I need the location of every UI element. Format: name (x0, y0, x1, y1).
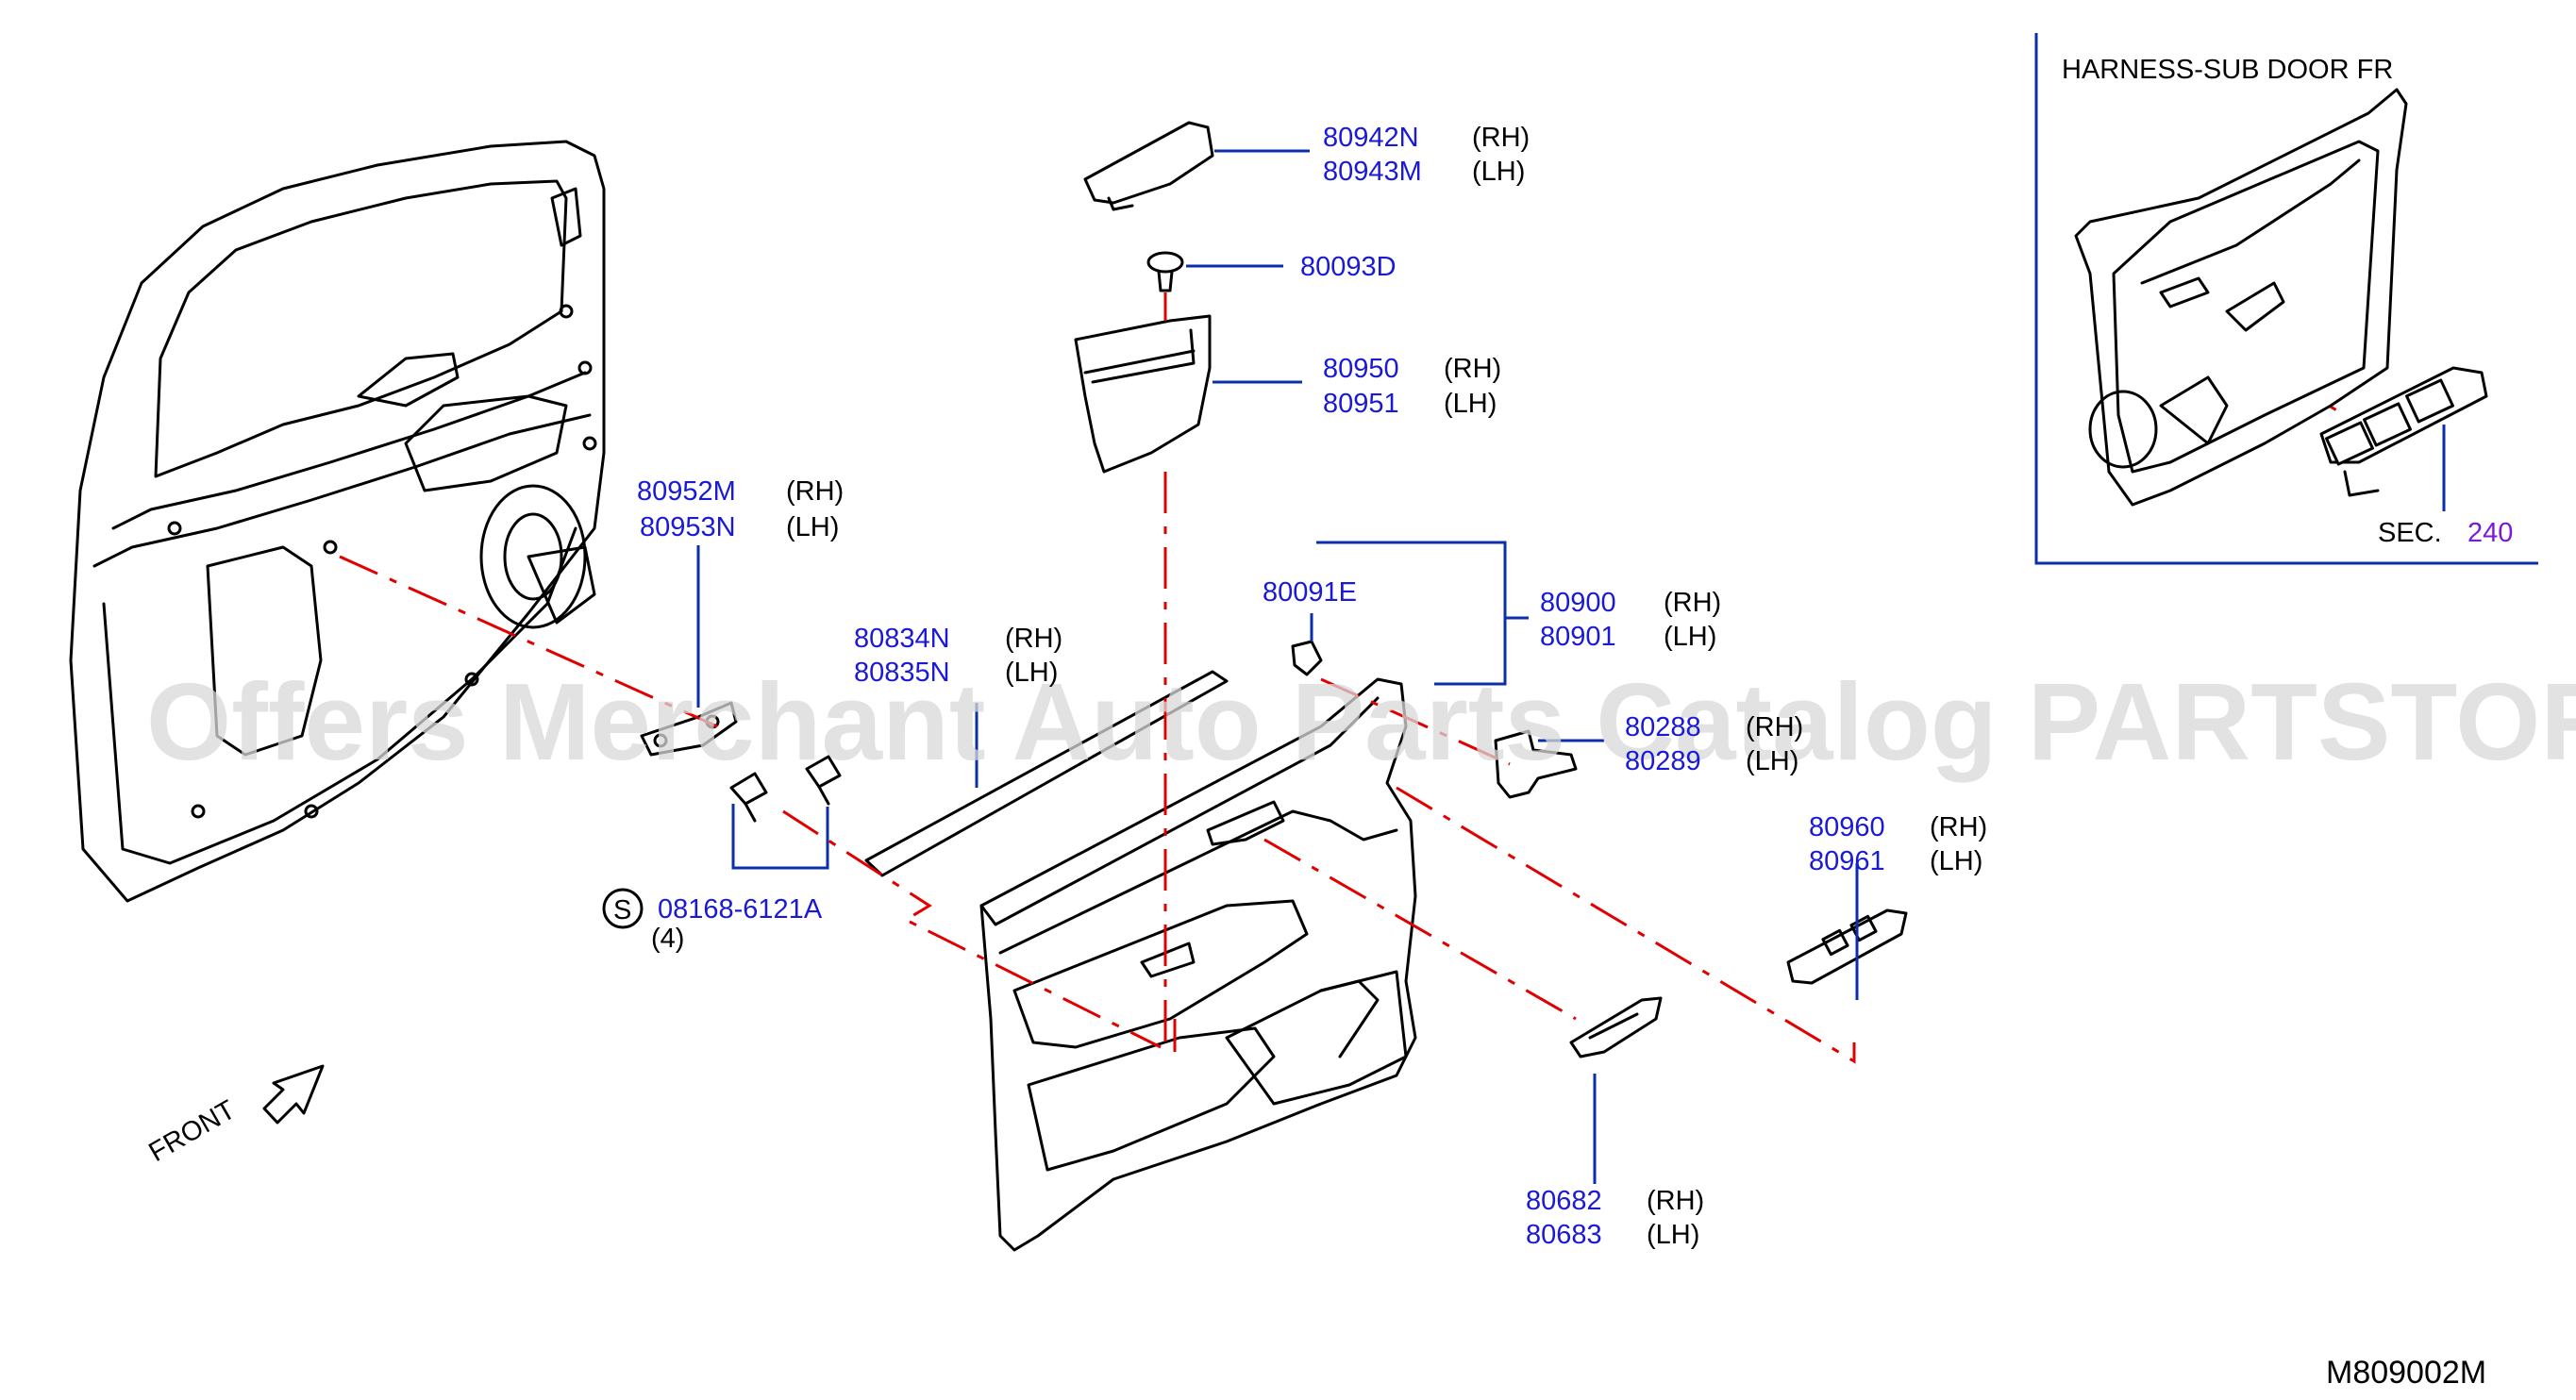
part-number-80942n[interactable]: 80942N (1323, 123, 1419, 153)
callout-08168: S 08168-6121A (4) (602, 888, 823, 954)
pull-handle-pocket-drawing (1074, 314, 1212, 474)
screw-pair-drawing (729, 755, 842, 823)
lh-label: (LH) (1005, 658, 1058, 688)
lh-label: (LH) (786, 512, 839, 542)
part-number-80900[interactable]: 80900 (1540, 588, 1616, 618)
part-number-80943m[interactable]: 80943M (1323, 157, 1422, 187)
callout-80093: 80093D (1300, 252, 1397, 282)
lh-label: (LH) (1930, 846, 1982, 876)
part-number-80950[interactable]: 80950 (1323, 354, 1399, 384)
callout-80900: 80900 (RH) 80901 (LH) (1540, 588, 1721, 652)
part-number-80901[interactable]: 80901 (1540, 622, 1616, 652)
trim-clip-drawing (1291, 640, 1323, 676)
part-number-80952m[interactable]: 80952M (637, 476, 736, 507)
callout-80950: 80950 (RH) 80951 (LH) (1323, 354, 1501, 419)
part-number-80682[interactable]: 80682 (1526, 1186, 1602, 1216)
front-arrow-icon (262, 1064, 325, 1125)
lh-label: (LH) (1746, 746, 1798, 776)
part-number-80953n[interactable]: 80953N (640, 512, 736, 542)
rh-label: (RH) (1444, 354, 1501, 384)
sec-prefix: SEC. (2378, 518, 2442, 548)
part-number-80093d[interactable]: 80093D (1300, 252, 1397, 282)
sec-number-link[interactable]: 240 (2467, 518, 2513, 548)
part-number-08168-6121a[interactable]: 08168-6121A (658, 894, 823, 925)
rh-label: (RH) (1005, 624, 1062, 654)
callout-80960: 80960 (RH) 80961 (LH) (1809, 812, 1987, 876)
part-number-80683[interactable]: 80683 (1526, 1220, 1602, 1250)
harness-sub-inset: HARNESS-SUB DOOR FR SEC. 240 (2034, 33, 2538, 565)
part-number-80834n[interactable]: 80834N (854, 624, 950, 654)
part-number-80289[interactable]: 80289 (1625, 746, 1701, 776)
part-number-80961[interactable]: 80961 (1809, 846, 1885, 876)
callout-80288: 80288 (RH) 80289 (LH) (1625, 712, 1803, 776)
lh-label: (LH) (1664, 622, 1716, 652)
leader-lines (696, 149, 2446, 1184)
callout-80682: 80682 (RH) 80683 (LH) (1526, 1186, 1704, 1250)
lh-label: (LH) (1647, 1220, 1699, 1250)
rh-label: (RH) (1472, 123, 1530, 153)
standard-part-symbol-icon (602, 888, 644, 929)
callout-80091: 80091E (1263, 577, 1357, 608)
watermark: Offers Merchant Auto Parts Catalog PARTS… (146, 660, 2576, 783)
lh-label: (LH) (1444, 389, 1497, 419)
inside-handle-escutcheon-drawing (1569, 996, 1663, 1058)
trim-bracket-drawing (1494, 729, 1578, 799)
rh-label: (RH) (786, 476, 844, 507)
callout-80942: 80942N (RH) 80943M (LH) (1323, 123, 1530, 187)
rh-label: (RH) (1664, 588, 1721, 618)
lh-label: (LH) (1472, 157, 1525, 187)
callout-80834: 80834N (RH) 80835N (LH) (854, 624, 1062, 688)
inset-switch-drawing (2319, 366, 2488, 497)
inset-title: HARNESS-SUB DOOR FR (2062, 55, 2393, 85)
part-number-80960[interactable]: 80960 (1809, 812, 1885, 842)
power-window-switch-bezel-drawing (1786, 908, 1908, 985)
front-label: FRONT (144, 1094, 242, 1168)
rh-label: (RH) (1647, 1186, 1704, 1216)
callout-80952: 80952M (RH) 80953N (LH) (637, 476, 844, 542)
door-trim-panel-drawing (979, 677, 1417, 1252)
part-number-80091e[interactable]: 80091E (1263, 577, 1357, 608)
clip-drawing (1146, 251, 1184, 292)
pull-grip-cover-drawing (1083, 121, 1214, 211)
quantity-label: (4) (651, 924, 684, 954)
part-number-80288[interactable]: 80288 (1625, 712, 1701, 742)
diagram-id: M809002M (2326, 1355, 2486, 1391)
inset-door-drawing (2074, 88, 2408, 507)
standard-part-symbol: S (613, 895, 631, 925)
rh-label: (RH) (1746, 712, 1803, 742)
part-number-80951[interactable]: 80951 (1323, 389, 1399, 419)
rh-label: (RH) (1930, 812, 1987, 842)
part-number-80835n[interactable]: 80835N (854, 658, 950, 688)
door-shell-drawing (69, 140, 606, 903)
